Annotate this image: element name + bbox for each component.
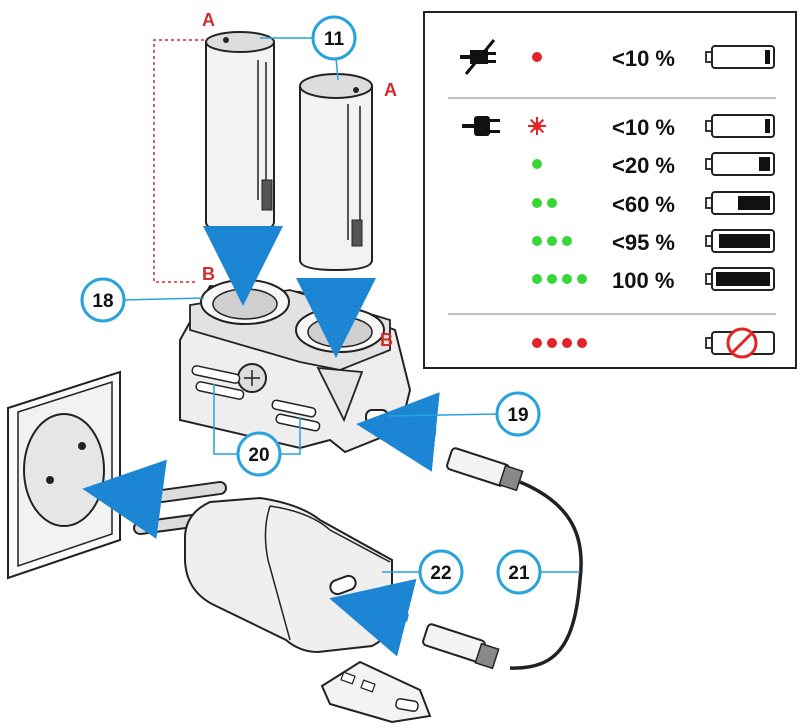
callout-18: 18 <box>80 277 205 323</box>
led-dot <box>532 274 542 284</box>
legend-row-plugged: <20 % <box>532 152 775 178</box>
led-indicator-right <box>271 399 321 432</box>
led-dot <box>532 159 542 169</box>
led-dot <box>577 274 587 284</box>
battery-level-icon <box>705 152 775 176</box>
usb-wall-charger <box>133 481 393 654</box>
legend-row-plugged: 100 % <box>532 267 775 293</box>
led-dot <box>547 236 557 246</box>
usb-adapter <box>320 660 432 724</box>
legend-row-plugged: <95 % <box>532 229 775 255</box>
battery-level-icon <box>705 267 775 291</box>
callout-11: 11 <box>260 15 357 81</box>
battery-fill <box>765 119 770 133</box>
led-dot <box>562 236 572 246</box>
battery-fill <box>719 234 770 248</box>
battery-fill <box>716 272 770 286</box>
battery-level-icon <box>705 229 775 253</box>
led-blink <box>528 117 546 135</box>
led-dot <box>547 338 557 348</box>
led-row <box>532 274 587 284</box>
callout-21: 21 <box>496 549 580 595</box>
led-dot <box>532 198 542 208</box>
battery-level-icon <box>705 114 775 138</box>
led-row-error <box>532 338 587 348</box>
legend-row-plugged: <10 % <box>528 114 775 140</box>
led-dot <box>547 274 557 284</box>
callout-20: 20 <box>213 384 301 477</box>
battery-level-icon <box>705 191 775 215</box>
callout-19: 19 <box>387 391 541 437</box>
battery-left <box>205 31 275 234</box>
led-row <box>532 159 542 169</box>
svg-text:22: 22 <box>430 563 451 584</box>
svg-text:20: 20 <box>248 445 269 466</box>
level-label: <20 % <box>612 153 675 178</box>
battery-fill <box>759 157 770 171</box>
svg-text:18: 18 <box>92 291 113 312</box>
led-indicator-left <box>191 365 245 400</box>
wall-socket <box>7 370 121 580</box>
battery-level-icon <box>705 45 775 69</box>
level-label: 100 % <box>612 268 674 293</box>
level-label: <10 % <box>612 115 675 140</box>
battery-fill <box>738 196 770 210</box>
battery-fill <box>765 50 770 64</box>
led-dot <box>547 198 557 208</box>
led-row <box>528 117 546 135</box>
label-b-left: B <box>202 264 215 284</box>
level-unplugged-label: <10 % <box>612 46 675 71</box>
svg-text:19: 19 <box>507 405 528 426</box>
callout-22: 22 <box>382 549 464 595</box>
plug-icon <box>462 116 500 136</box>
label-a-right: A <box>384 80 397 100</box>
usb-cable <box>422 447 583 670</box>
led-dot <box>577 338 587 348</box>
led-dot <box>562 338 572 348</box>
led-row <box>532 198 557 208</box>
led-row <box>532 236 572 246</box>
level-label: <95 % <box>612 230 675 255</box>
led-dot <box>532 52 542 62</box>
led-dot <box>532 338 542 348</box>
battery-right <box>299 73 373 272</box>
led-dot <box>532 236 542 246</box>
insert-arrows <box>82 226 440 657</box>
label-b-right: B <box>380 330 393 350</box>
led-dot <box>562 274 572 284</box>
charge-status-legend: <10 % <10 % <20 % <60 % <95 % 100 % <box>423 11 797 369</box>
led-row-unplugged <box>532 52 542 62</box>
svg-text:21: 21 <box>508 563 530 584</box>
legend-row-plugged: <60 % <box>532 191 775 217</box>
level-label: <60 % <box>612 192 675 217</box>
alignment-guide <box>153 39 204 283</box>
label-a-top: A <box>202 10 215 30</box>
svg-text:11: 11 <box>324 29 345 50</box>
battery-error-icon <box>705 327 775 359</box>
unplugged-icon <box>460 39 496 75</box>
